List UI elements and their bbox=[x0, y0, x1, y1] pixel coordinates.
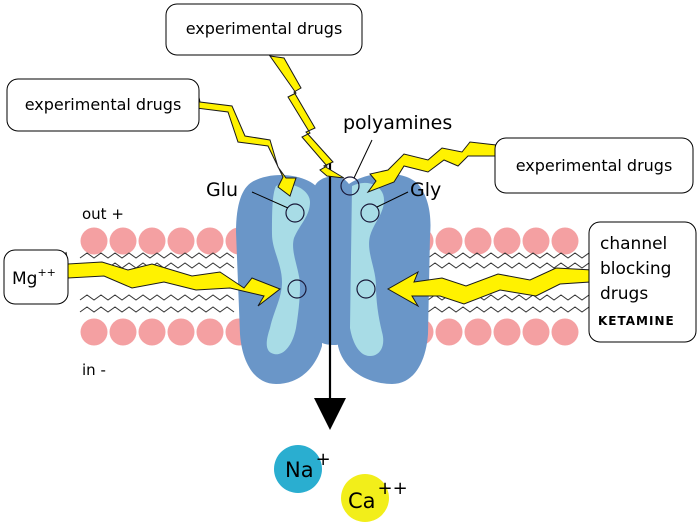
inner-lipid-head bbox=[435, 318, 463, 346]
lipid-tail-zigzag bbox=[427, 262, 590, 269]
top-bolt-icon bbox=[268, 55, 345, 179]
receptor-center-subunit bbox=[314, 176, 352, 345]
inner-lipid-head bbox=[138, 318, 166, 346]
channel-line-3: drugs bbox=[600, 284, 648, 304]
channel-blocker-box bbox=[588, 221, 697, 343]
lipid-tail-zigzag bbox=[427, 306, 590, 313]
lipid-tail-zigzag bbox=[79, 294, 235, 301]
gly-pointer bbox=[376, 191, 409, 208]
mg-site-circle bbox=[287, 279, 307, 299]
channel-line-2: blocking bbox=[600, 259, 671, 279]
binding-sites bbox=[285, 176, 380, 299]
inner-lipid-head bbox=[109, 318, 137, 346]
outer-lipid-head bbox=[493, 227, 521, 255]
ketamine-label: KETAMINE bbox=[598, 314, 675, 328]
na-ion-icon bbox=[274, 445, 322, 493]
outer-lipid-head bbox=[551, 227, 579, 255]
ca-ion-icon bbox=[341, 474, 389, 522]
outer-lipid-head bbox=[522, 227, 550, 255]
callout-boxes bbox=[3, 3, 697, 343]
inner-lipid-head bbox=[551, 318, 579, 346]
channel-site-circle bbox=[356, 279, 376, 299]
ca-label: Ca++ bbox=[348, 478, 408, 513]
mg-bolt-icon bbox=[65, 251, 282, 307]
inner-lipid-head bbox=[493, 318, 521, 346]
outer-lipid-head bbox=[80, 227, 108, 255]
inner-lipid-head bbox=[167, 318, 195, 346]
channel-bolt-icon bbox=[386, 267, 593, 308]
na-label: Na+ bbox=[285, 449, 331, 482]
left-drugs-box bbox=[6, 78, 200, 132]
top-drugs-box bbox=[165, 3, 363, 56]
channel-line-1: channel bbox=[600, 234, 667, 254]
gly-label: Gly bbox=[410, 179, 441, 201]
in-label: in - bbox=[82, 361, 106, 379]
outer-lipid-head bbox=[109, 227, 137, 255]
outer-lipid-head bbox=[167, 227, 195, 255]
left-drugs-label: experimental drugs bbox=[25, 95, 182, 114]
glu-label: Glu bbox=[206, 179, 238, 201]
right-drugs-label: experimental drugs bbox=[516, 156, 673, 175]
glu-pointer bbox=[251, 191, 289, 209]
receptor-left-inner bbox=[266, 184, 310, 355]
glu-site-circle bbox=[285, 203, 305, 223]
ion-flow-arrow bbox=[314, 162, 346, 430]
right-drugs-box bbox=[494, 137, 694, 194]
polyamine-site-circle bbox=[340, 176, 360, 196]
left-bolt-icon bbox=[195, 92, 297, 197]
receptor-protein bbox=[236, 173, 431, 384]
outer-lipid-head bbox=[464, 227, 492, 255]
outer-lipid-head bbox=[435, 227, 463, 255]
gly-site-circle bbox=[360, 203, 380, 223]
mg-label: Mg++ bbox=[12, 266, 56, 289]
lipid-tail-zigzag bbox=[79, 252, 235, 259]
label-pointers bbox=[251, 139, 409, 209]
right-bolt-icon bbox=[366, 141, 501, 194]
inner-lipid-head bbox=[522, 318, 550, 346]
bolts bbox=[65, 55, 593, 308]
receptor-left-subunit bbox=[236, 174, 322, 384]
inner-lipid-head bbox=[80, 318, 108, 346]
polyamines-pointer bbox=[353, 139, 373, 179]
ion-flow-head bbox=[314, 398, 346, 430]
inner-lipid-head bbox=[196, 318, 224, 346]
outer-lipid-head bbox=[138, 227, 166, 255]
lipid-tail-zigzag bbox=[79, 306, 235, 313]
outer-lipid-head bbox=[196, 227, 224, 255]
mg-box bbox=[3, 249, 69, 305]
out-label: out + bbox=[82, 205, 124, 223]
inner-lipid-head bbox=[464, 318, 492, 346]
polyamines-label: polyamines bbox=[343, 112, 452, 134]
lipid-tail-zigzag bbox=[427, 252, 590, 259]
receptor-right-inner bbox=[350, 182, 384, 356]
top-drugs-label: experimental drugs bbox=[186, 19, 343, 38]
